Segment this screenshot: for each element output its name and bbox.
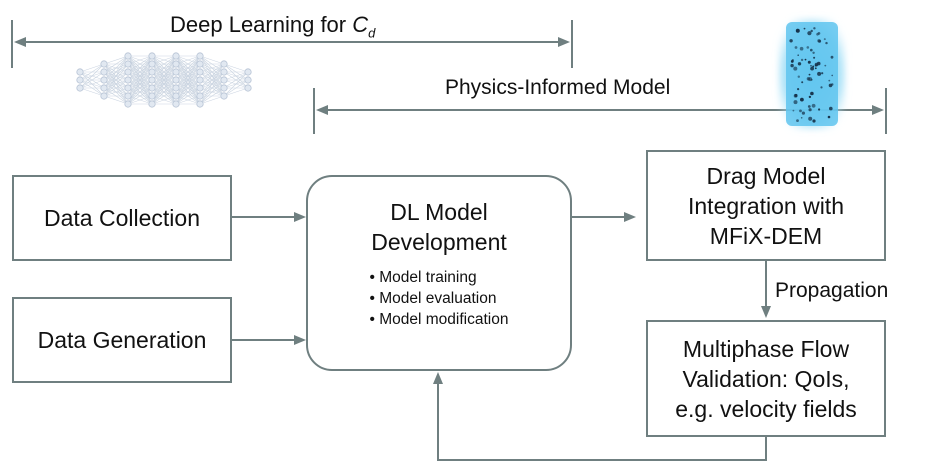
drag-model-integration-box: Drag Model Integration with MFiX-DEM [646,150,886,261]
deep-learning-span [11,20,573,68]
multiphase-line: Multiphase Flow [682,335,850,362]
drag-model-line: Integration with [688,192,844,219]
connectors [232,212,771,461]
deep-learning-label: Deep Learning for Cd [170,12,375,40]
neural-network-icon [76,52,252,108]
data-collection-label: Data Collection [44,205,200,231]
propagation-label: Propagation [775,279,889,302]
dl-model-bullet-list: Model training Model evaluation Model mo… [370,267,509,330]
dl-model-development-box: DL Model Development Model training Mode… [306,175,572,371]
bullet-item: Model modification [370,309,508,330]
particle-column-icon [778,18,846,130]
multiphase-line: e.g. velocity fields [675,395,857,422]
bullet-item: Model evaluation [370,288,509,309]
dl-model-title-line2: Development [371,229,507,255]
multiphase-line: Validation: QoIs, [682,365,850,392]
drag-coefficient-subscript: d [368,25,376,41]
bullet-item: Model training [370,267,509,288]
data-collection-box: Data Collection [12,175,232,261]
physics-informed-label: Physics-Informed Model [445,76,671,99]
deep-learning-text: Deep Learning for [170,12,347,37]
data-generation-label: Data Generation [37,327,207,353]
data-generation-box: Data Generation [12,297,232,383]
dl-model-title-line1: DL Model [390,199,488,225]
drag-model-line: Drag Model [706,162,826,189]
multiphase-flow-validation-box: Multiphase Flow Validation: QoIs, e.g. v… [646,320,886,437]
drag-model-line: MFiX-DEM [709,222,823,249]
drag-coefficient-symbol: C [352,12,369,37]
